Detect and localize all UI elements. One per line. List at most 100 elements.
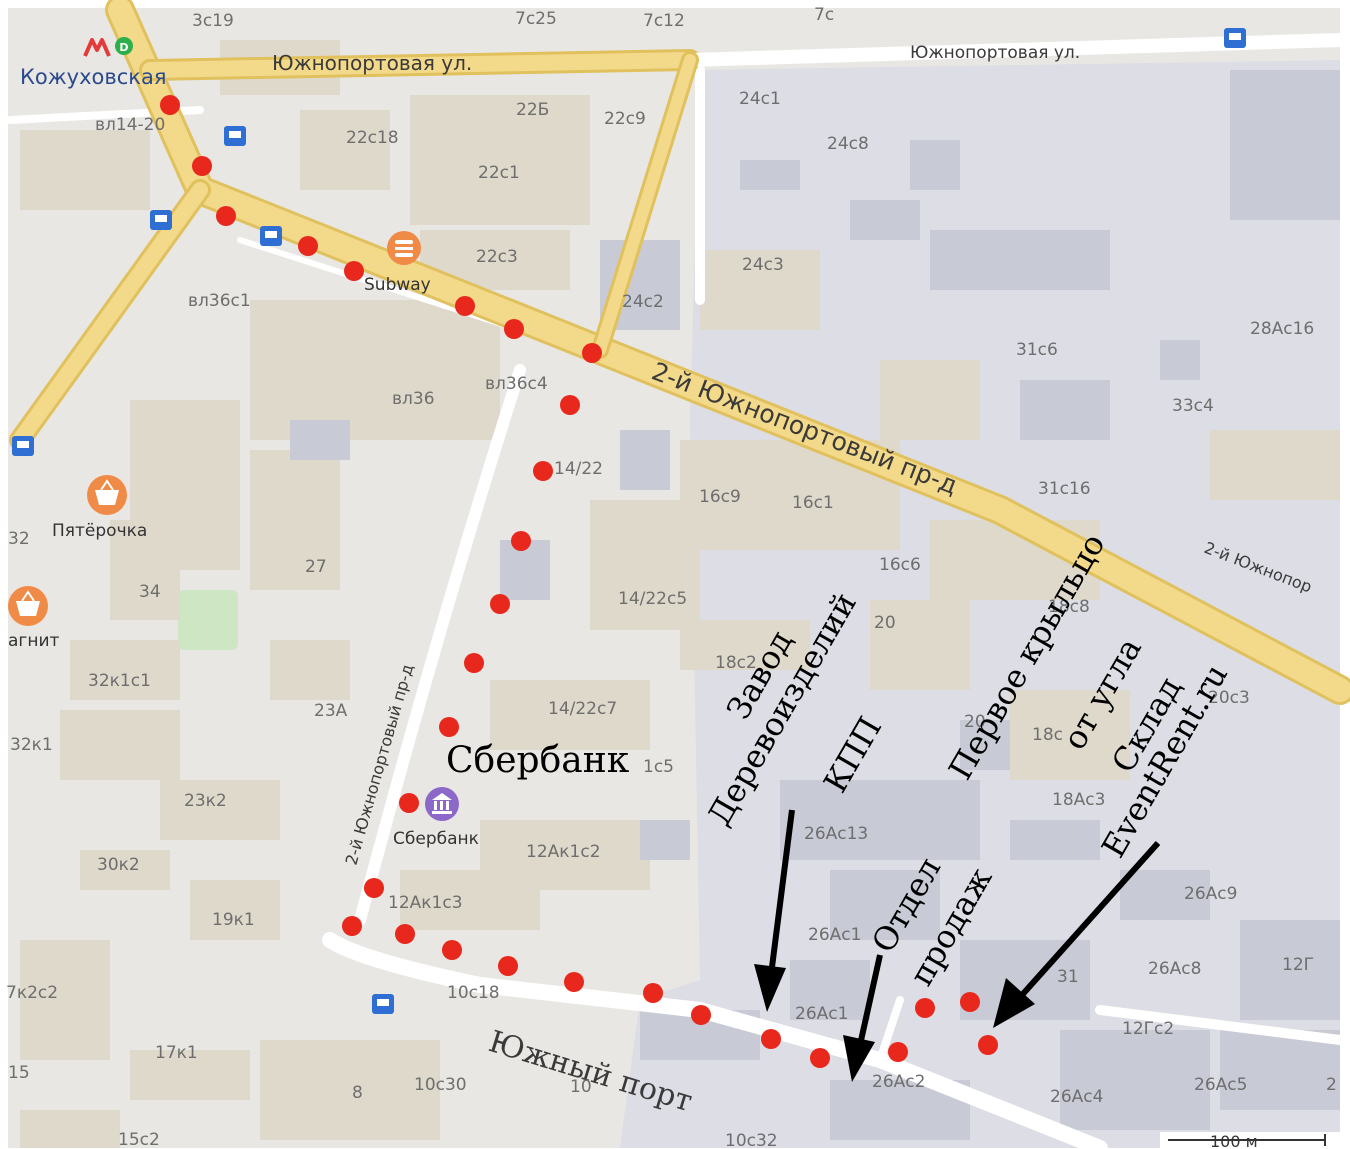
metro-station[interactable]: D Кожуховская bbox=[20, 37, 167, 89]
svg-text:22с9: 22с9 bbox=[604, 109, 646, 129]
industrial-buildings bbox=[290, 70, 1340, 1140]
svg-text:24с2: 24с2 bbox=[622, 292, 664, 312]
route-dot bbox=[455, 296, 475, 316]
poi-subway[interactable]: Subway bbox=[364, 231, 431, 295]
svg-text:16с6: 16с6 bbox=[879, 555, 921, 575]
svg-text:33с4: 33с4 bbox=[1172, 396, 1214, 416]
route-dot bbox=[192, 156, 212, 176]
svg-text:20с3: 20с3 bbox=[1208, 688, 1250, 708]
park-area bbox=[178, 590, 238, 650]
route-dot bbox=[888, 1042, 908, 1062]
arrow-to-sales-icon bbox=[843, 954, 883, 1082]
svg-text:22Б: 22Б bbox=[516, 100, 549, 120]
svg-text:26Ас4: 26Ас4 bbox=[1050, 1087, 1103, 1107]
svg-text:15: 15 bbox=[8, 1063, 30, 1083]
svg-text:3с19: 3с19 bbox=[192, 11, 234, 31]
bank-icon bbox=[425, 787, 459, 821]
svg-text:28Ас16: 28Ас16 bbox=[1250, 319, 1314, 339]
bus-stop-icon[interactable] bbox=[12, 436, 34, 456]
route-dot bbox=[560, 395, 580, 415]
svg-text:10с30: 10с30 bbox=[414, 1075, 467, 1095]
scale-bar: 100 м bbox=[1160, 1132, 1340, 1149]
svg-text:26Ас5: 26Ас5 bbox=[1194, 1075, 1247, 1095]
svg-text:16с9: 16с9 bbox=[699, 487, 741, 507]
svg-text:19к1: 19к1 bbox=[212, 910, 255, 930]
mcd-d-icon: D bbox=[115, 37, 133, 55]
bus-stop-icon[interactable] bbox=[224, 126, 246, 146]
svg-text:10с18: 10с18 bbox=[447, 983, 500, 1003]
route-dot bbox=[399, 793, 419, 813]
svg-text:26Ас1: 26Ас1 bbox=[795, 1004, 848, 1024]
bus-stop-icon[interactable] bbox=[260, 226, 282, 246]
svg-text:вл14-20: вл14-20 bbox=[95, 115, 165, 135]
svg-text:12Ак1с2: 12Ак1с2 bbox=[526, 842, 601, 862]
svg-text:24с1: 24с1 bbox=[739, 89, 781, 109]
street-label-yuzhnoportovaya-east: Южнопортовая ул. bbox=[910, 43, 1080, 63]
arrows bbox=[754, 809, 1161, 1082]
svg-text:27: 27 bbox=[305, 557, 327, 577]
route-dot bbox=[504, 319, 524, 339]
route-dot bbox=[498, 956, 518, 976]
route-dot bbox=[216, 206, 236, 226]
svg-text:26Ас13: 26Ас13 bbox=[804, 824, 868, 844]
route-dot bbox=[342, 916, 362, 936]
svg-text:26Ас9: 26Ас9 bbox=[1184, 884, 1237, 904]
building-labels: 3с19 7с25 7с12 7с вл14-20 22Б 22с9 22с18… bbox=[6, 5, 1337, 1149]
svg-text:16с1: 16с1 bbox=[792, 493, 834, 513]
svg-text:32: 32 bbox=[8, 529, 30, 549]
svg-text:1с5: 1с5 bbox=[643, 757, 674, 777]
svg-text:вл36с1: вл36с1 bbox=[188, 291, 251, 311]
arrow-to-checkpoint-icon bbox=[754, 809, 795, 1012]
svg-text:15с2: 15с2 bbox=[118, 1130, 160, 1149]
route-dot bbox=[533, 461, 553, 481]
svg-text:10: 10 bbox=[570, 1077, 592, 1097]
route-dot bbox=[761, 1029, 781, 1049]
svg-text:вл36: вл36 bbox=[392, 389, 435, 409]
svg-text:31с6: 31с6 bbox=[1016, 340, 1058, 360]
metro-station-label: Кожуховская bbox=[20, 65, 167, 89]
metro-m-icon bbox=[83, 38, 111, 57]
route-dot bbox=[978, 1035, 998, 1055]
svg-text:30к2: 30к2 bbox=[97, 855, 140, 875]
route-dot bbox=[344, 261, 364, 281]
poi-label-pyaterochka: Пятёрочка bbox=[52, 521, 147, 541]
svg-text:23А: 23А bbox=[314, 701, 348, 721]
svg-text:31: 31 bbox=[1057, 967, 1079, 987]
route-dot bbox=[464, 653, 484, 673]
walking-route bbox=[160, 95, 998, 1068]
svg-text:18с: 18с bbox=[1032, 725, 1063, 745]
buildings bbox=[20, 40, 1340, 1148]
svg-text:14/22с7: 14/22с7 bbox=[548, 699, 617, 719]
svg-text:12Г: 12Г bbox=[1282, 955, 1314, 975]
svg-text:8: 8 bbox=[352, 1083, 363, 1103]
poi-label-magnit: агнит bbox=[8, 631, 60, 651]
svg-text:20: 20 bbox=[964, 712, 986, 732]
annotation-sberbank: Сбербанк bbox=[446, 740, 630, 781]
route-dot bbox=[643, 983, 663, 1003]
svg-text:7с25: 7с25 bbox=[515, 9, 557, 29]
svg-text:22с1: 22с1 bbox=[478, 163, 520, 183]
route-dot bbox=[364, 878, 384, 898]
route-dot bbox=[442, 940, 462, 960]
bus-stop-icon[interactable] bbox=[1224, 28, 1246, 48]
route-dot bbox=[490, 594, 510, 614]
poi-sberbank[interactable]: Сбербанк bbox=[393, 787, 479, 849]
svg-text:18Ас3: 18Ас3 bbox=[1052, 790, 1105, 810]
route-dot bbox=[691, 1005, 711, 1025]
svg-text:23к2: 23к2 bbox=[184, 791, 227, 811]
svg-text:14/22: 14/22 bbox=[554, 459, 603, 479]
bus-stops[interactable] bbox=[12, 28, 1246, 1014]
route-dot bbox=[564, 972, 584, 992]
svg-text:2: 2 bbox=[1326, 1075, 1337, 1095]
svg-text:22с18: 22с18 bbox=[346, 128, 399, 148]
svg-text:12Ак1с3: 12Ак1с3 bbox=[388, 893, 463, 913]
svg-text:7с: 7с bbox=[814, 5, 834, 25]
basket-icon bbox=[8, 586, 48, 626]
poi-magnit[interactable]: агнит bbox=[8, 586, 60, 651]
bus-stop-icon[interactable] bbox=[372, 994, 394, 1014]
route-dot bbox=[810, 1048, 830, 1068]
bus-stop-icon[interactable] bbox=[150, 210, 172, 230]
poi-pyaterochka[interactable]: Пятёрочка bbox=[52, 475, 147, 541]
svg-text:32к1с1: 32к1с1 bbox=[88, 671, 151, 691]
